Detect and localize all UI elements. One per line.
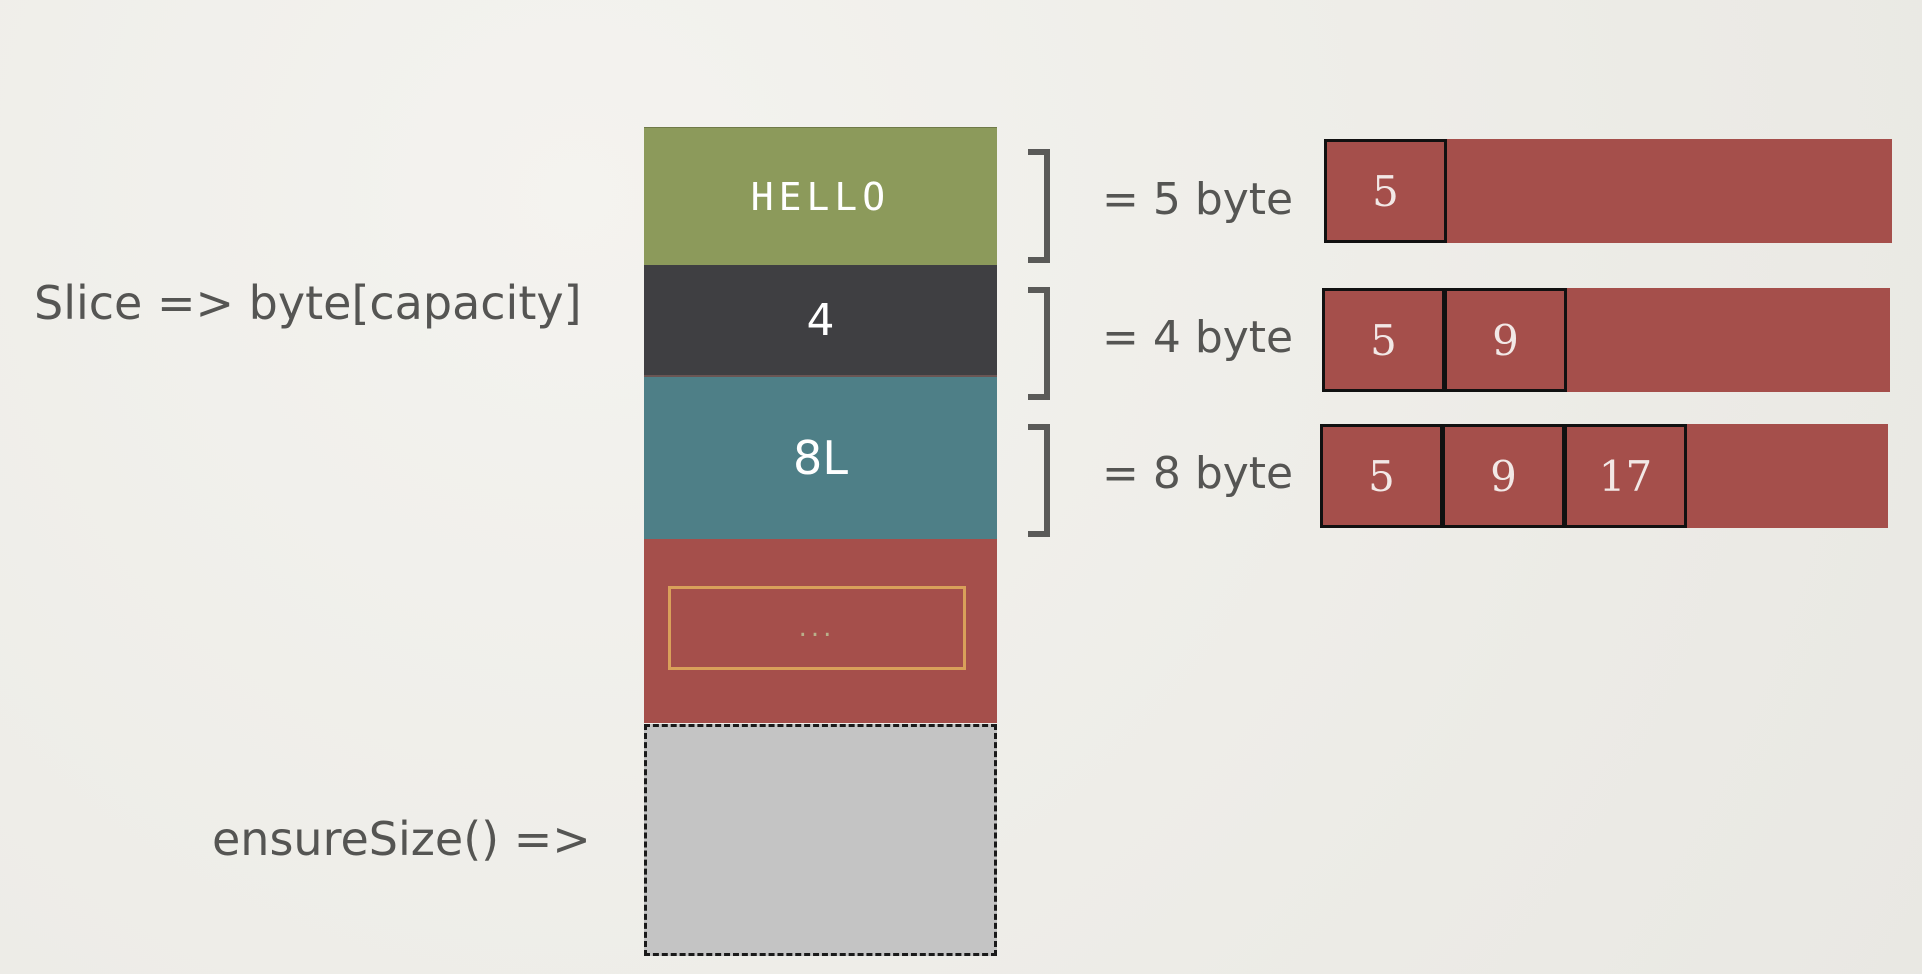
byte-size-label-hello: = 5 byte <box>1102 174 1294 225</box>
bracket-long <box>1028 424 1050 537</box>
offset-cell: 5 <box>1320 424 1443 528</box>
ensure-size-label: ensureSize() => <box>212 812 591 866</box>
bracket-hello <box>1028 149 1050 263</box>
offset-cell: 9 <box>1442 424 1565 528</box>
offset-buffer-bar: 5 9 17 <box>1320 424 1888 528</box>
offset-cell: 17 <box>1564 424 1687 528</box>
string-value: HELLO <box>750 175 891 219</box>
long-value: 8L <box>793 431 848 485</box>
int-block: 4 <box>644 265 997 377</box>
string-block-hello: HELLO <box>644 127 997 266</box>
offset-buffer-bar: 5 9 <box>1322 288 1890 392</box>
offset-cell: 5 <box>1324 139 1447 243</box>
slice-capacity-label: Slice => byte[capacity] <box>34 276 582 330</box>
byte-size-label-long: = 8 byte <box>1102 448 1294 499</box>
ellipsis-text: ... <box>798 613 836 643</box>
bracket-int <box>1028 287 1050 400</box>
ensure-size-growth-area <box>644 724 997 956</box>
offset-cell: 5 <box>1322 288 1445 392</box>
offset-buffer-bar: 5 <box>1324 139 1892 243</box>
ellipsis-box: ... <box>668 586 966 670</box>
int-value: 4 <box>806 294 835 346</box>
long-block: 8L <box>644 377 997 539</box>
offset-cell: 9 <box>1444 288 1567 392</box>
remaining-capacity-block: ... <box>644 539 997 723</box>
byte-size-label-int: = 4 byte <box>1102 312 1294 363</box>
